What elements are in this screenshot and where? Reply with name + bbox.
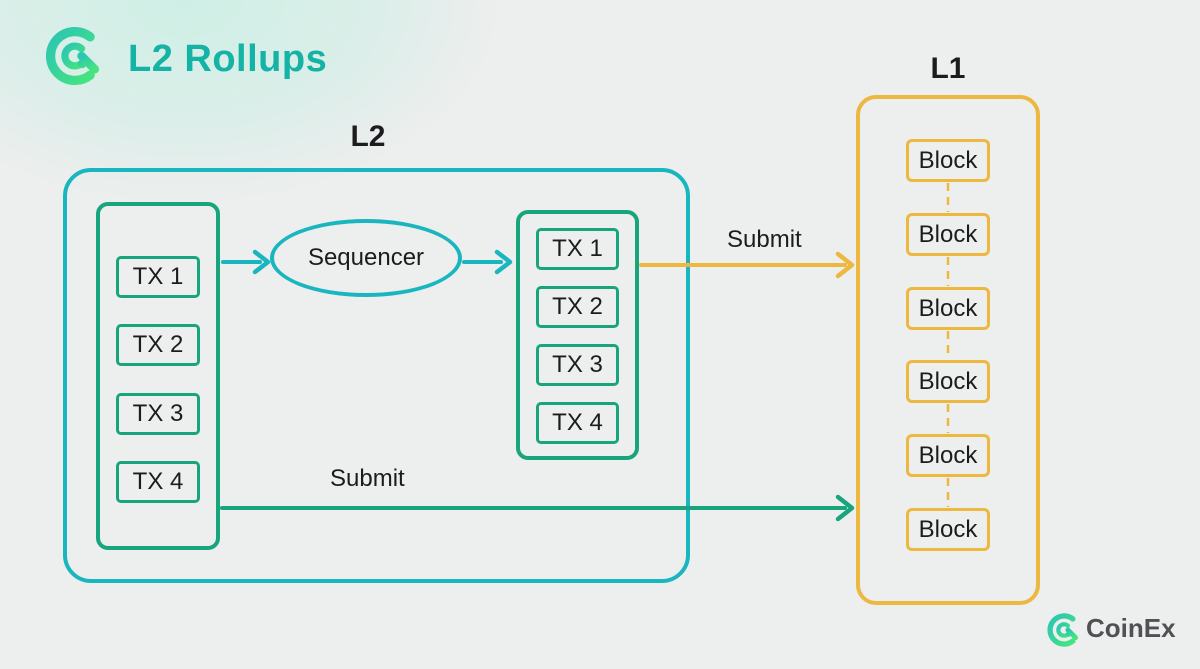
mempool-tx-4: TX 4 [116,461,200,503]
ordered-tx-3: TX 3 [536,344,619,386]
ordered-tx-4: TX 4 [536,402,619,444]
l1-block-3: Block [906,287,990,330]
l2-ordered-stack [516,210,639,460]
submit-bottom-label: Submit [330,465,405,492]
footer-brand-name: CoinEx [1086,613,1176,643]
l1-block-6: Block [906,508,990,551]
coinex-logo-icon [40,23,106,89]
mempool-tx-2: TX 2 [116,324,200,366]
mempool-tx-3: TX 3 [116,393,200,435]
l1-block-5: Block [906,434,990,477]
sequencer-node: Sequencer [270,219,462,297]
coinex-footer-logo-icon [1044,611,1082,649]
submit-top-label: Submit [727,226,802,253]
l1-section-label: L1 [930,52,966,85]
l1-block-4: Block [906,360,990,403]
l2-container-box [63,168,690,583]
ordered-tx-2: TX 2 [536,286,619,328]
l1-container-box [856,95,1040,605]
ordered-tx-1: TX 1 [536,228,619,270]
page-title: L2 Rollups [128,38,328,80]
l1-block-2: Block [906,213,990,256]
l2-section-label: L2 [350,120,386,153]
l1-block-1: Block [906,139,990,182]
mempool-tx-1: TX 1 [116,256,200,298]
l2-mempool-stack [96,202,220,550]
